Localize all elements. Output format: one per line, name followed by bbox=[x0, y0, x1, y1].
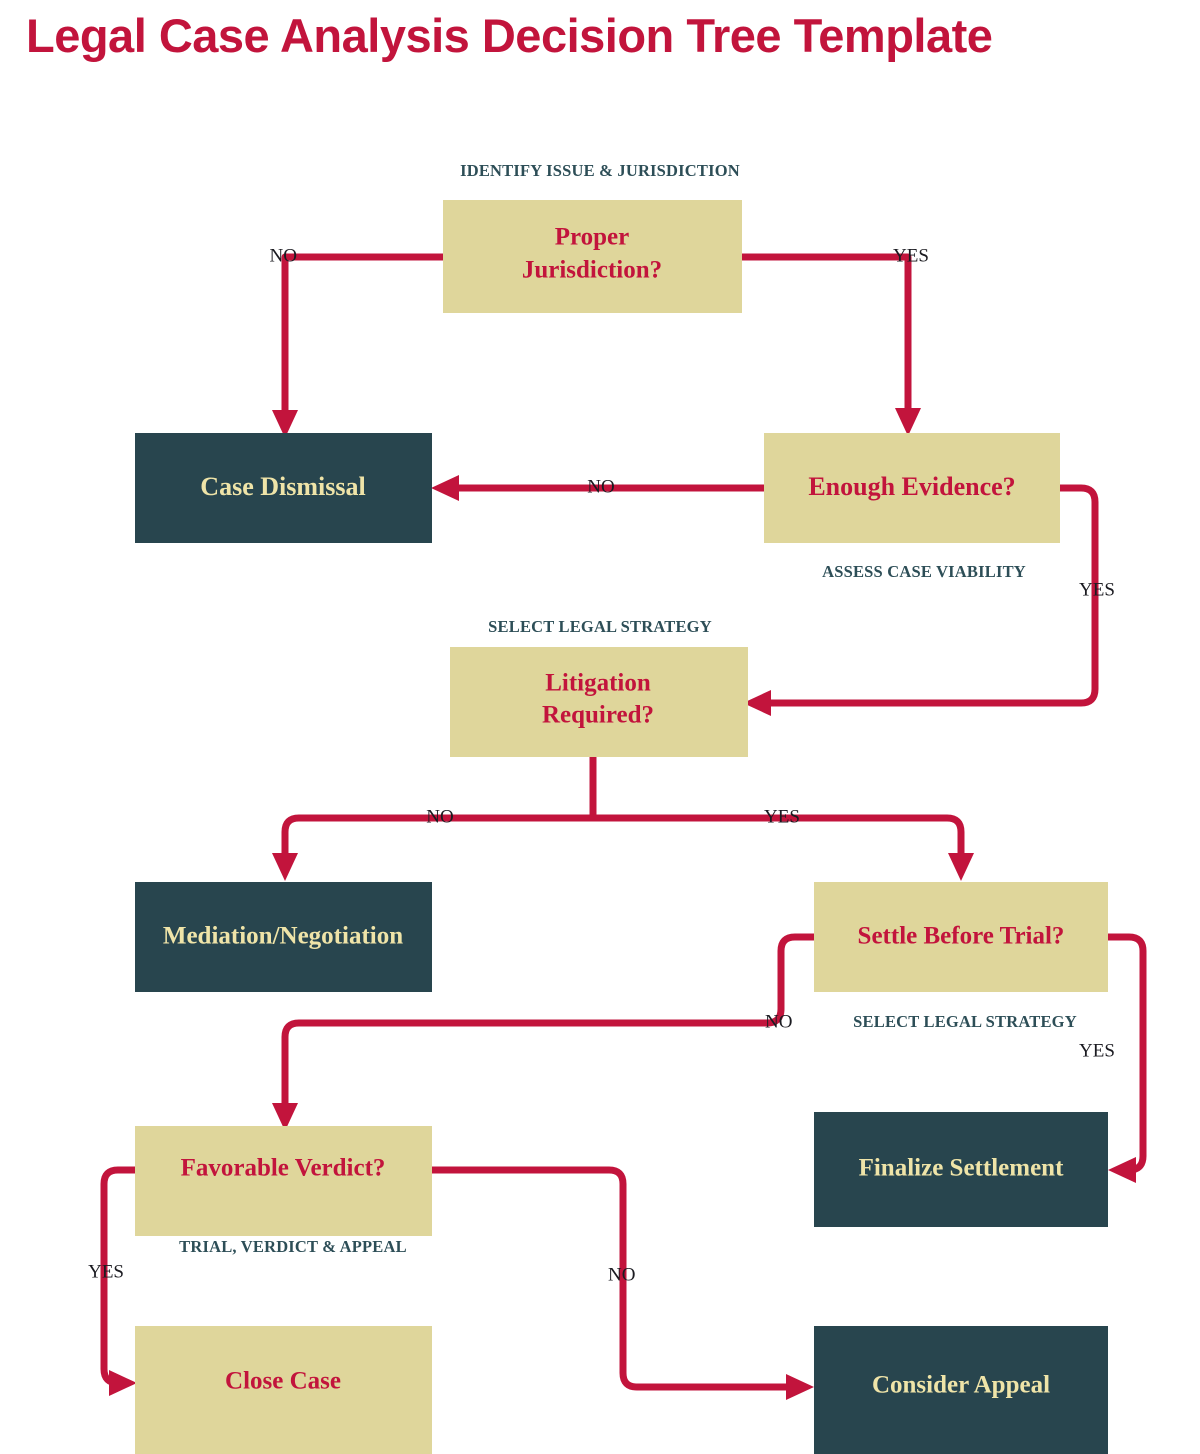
edge-label-verdict-yes: YES bbox=[88, 1261, 124, 1282]
node-box[interactable] bbox=[764, 433, 1060, 543]
node-box[interactable] bbox=[814, 1112, 1108, 1227]
edge-settle-yes: YES bbox=[1079, 933, 1147, 1183]
node-label: Favorable Verdict? bbox=[181, 1155, 386, 1182]
edge-path bbox=[593, 814, 965, 860]
edge-evidence-no: NO bbox=[431, 475, 764, 501]
arrow-head-icon bbox=[895, 408, 921, 436]
arrow-head-icon bbox=[1108, 1157, 1136, 1183]
edge-settle-no: NO bbox=[272, 933, 814, 1131]
arrow-head-icon bbox=[272, 1103, 298, 1131]
edge-label-evidence-yes: YES bbox=[1079, 579, 1115, 600]
node-box[interactable] bbox=[135, 1126, 432, 1236]
node-proper-jurisdiction[interactable]: Proper Jurisdiction? bbox=[443, 200, 742, 313]
arrow-head-icon bbox=[272, 853, 298, 881]
node-label: Close Case bbox=[225, 1368, 341, 1395]
node-close-case[interactable]: Close Case bbox=[135, 1326, 432, 1454]
node-box[interactable] bbox=[443, 200, 742, 313]
stage-label-trial-verdict-appeal: TRIAL, VERDICT & APPEAL bbox=[179, 1237, 407, 1256]
node-finalize-settlement[interactable]: Finalize Settlement bbox=[814, 1112, 1108, 1227]
node-favorable-verdict[interactable]: Favorable Verdict? bbox=[135, 1126, 432, 1236]
node-label: Finalize Settlement bbox=[859, 1155, 1064, 1182]
node-consider-appeal[interactable]: Consider Appeal bbox=[814, 1326, 1108, 1454]
edge-path bbox=[281, 933, 814, 1110]
edge-litigation-yes: YES bbox=[593, 806, 974, 881]
node-label-line2: Jurisdiction? bbox=[522, 257, 662, 284]
stage-label-identify-issue-jurisdiction: IDENTIFY ISSUE & JURISDICTION bbox=[460, 161, 740, 180]
stage-label-select-legal-strategy-2: SELECT LEGAL STRATEGY bbox=[853, 1012, 1077, 1031]
node-box[interactable] bbox=[135, 1326, 432, 1454]
edge-label-settle-no: NO bbox=[765, 1011, 792, 1032]
node-label: Mediation/Negotiation bbox=[163, 923, 403, 950]
edge-label-litigation-no: NO bbox=[426, 806, 453, 827]
node-label-line1: Proper bbox=[555, 224, 630, 251]
stage-label-select-legal-strategy-1: SELECT LEGAL STRATEGY bbox=[488, 617, 712, 636]
node-box[interactable] bbox=[450, 647, 748, 757]
edge-litigation-no: NO bbox=[272, 806, 593, 881]
node-label: Case Dismissal bbox=[200, 472, 365, 501]
node-label-line1: Litigation bbox=[545, 670, 651, 697]
edge-jurisdiction-yes: YES bbox=[742, 245, 929, 436]
edge-label-jurisdiction-no: NO bbox=[270, 245, 297, 266]
node-box[interactable] bbox=[814, 1326, 1108, 1454]
edge-verdict-yes: YES bbox=[88, 1166, 137, 1396]
node-case-dismissal[interactable]: Case Dismissal bbox=[135, 433, 432, 543]
edge-label-settle-yes: YES bbox=[1079, 1040, 1115, 1061]
arrow-head-icon bbox=[786, 1374, 814, 1400]
page-title: Legal Case Analysis Decision Tree Templa… bbox=[26, 9, 993, 62]
arrow-head-icon bbox=[948, 853, 974, 881]
edge-path bbox=[742, 253, 912, 415]
edge-jurisdiction-no: NO bbox=[270, 245, 443, 438]
edge-path bbox=[432, 1166, 793, 1391]
edge-path bbox=[765, 484, 1099, 707]
arrow-head-icon bbox=[431, 475, 459, 501]
edge-label-litigation-yes: YES bbox=[764, 806, 800, 827]
node-enough-evidence[interactable]: Enough Evidence? bbox=[764, 433, 1060, 543]
arrow-head-icon bbox=[272, 410, 298, 438]
stage-label-assess-case-viability: ASSESS CASE VIABILITY bbox=[822, 562, 1026, 581]
edge-path bbox=[281, 814, 593, 860]
arrow-head-icon bbox=[743, 690, 771, 716]
node-label: Enough Evidence? bbox=[808, 472, 1015, 501]
node-box[interactable] bbox=[135, 882, 432, 992]
node-litigation-required[interactable]: Litigation Required? bbox=[450, 647, 748, 757]
node-label: Consider Appeal bbox=[872, 1372, 1050, 1399]
node-label-line2: Required? bbox=[542, 702, 654, 729]
node-mediation-negotiation[interactable]: Mediation/Negotiation bbox=[135, 882, 432, 992]
edge-label-jurisdiction-yes: YES bbox=[893, 245, 929, 266]
edge-verdict-no: NO bbox=[432, 1166, 814, 1400]
edge-label-verdict-no: NO bbox=[608, 1264, 635, 1285]
node-settle-before-trial[interactable]: Settle Before Trial? bbox=[814, 882, 1108, 992]
edge-path bbox=[281, 253, 443, 418]
arrow-head-icon bbox=[109, 1370, 137, 1396]
edge-evidence-yes: YES bbox=[743, 484, 1115, 716]
node-label: Settle Before Trial? bbox=[858, 923, 1065, 950]
edge-label-evidence-no: NO bbox=[587, 476, 614, 497]
node-box[interactable] bbox=[135, 433, 432, 543]
node-box[interactable] bbox=[814, 882, 1108, 992]
